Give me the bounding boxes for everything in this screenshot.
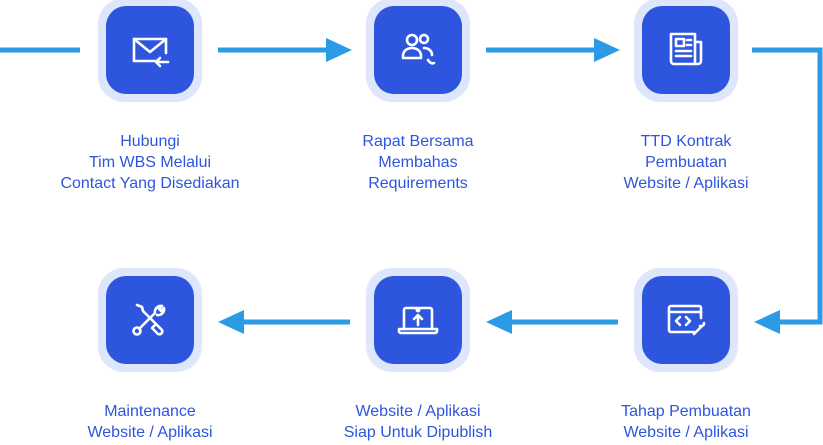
step-tile	[106, 6, 194, 94]
step-label-line: Contact Yang Disediakan	[60, 175, 240, 192]
step-tile	[374, 6, 462, 94]
connector-line-3-4	[752, 47, 823, 325]
step-tile	[374, 276, 462, 364]
step-label: Maintenance Website / Aplikasi	[30, 401, 270, 443]
step-label-line: Maintenance	[104, 403, 196, 420]
step-label-line: Tim WBS Melalui	[88, 154, 212, 171]
laptop-upload-icon	[397, 306, 439, 335]
step-label-line: Membahas	[378, 154, 458, 171]
step-label-line: Website / Aplikasi	[623, 424, 749, 441]
step-3: TTD Kontrak Pembuatan Website / Aplikasi	[566, 0, 806, 194]
step-4: Tahap Pembuatan Website / Aplikasi	[566, 268, 806, 443]
step-tile-halo	[634, 0, 738, 102]
step-label-line: Website / Aplikasi	[355, 403, 481, 420]
step-tile-halo	[98, 0, 202, 102]
people-icon	[401, 33, 436, 65]
step-tile	[106, 276, 194, 364]
step-tile-halo	[366, 268, 470, 372]
step-label-line: Rapat Bersama	[362, 133, 474, 150]
step-1: Hubungi Tim WBS Melalui Contact Yang Dis…	[30, 0, 270, 194]
step-tile-halo	[634, 268, 738, 372]
step-label-line: Tahap Pembuatan	[621, 403, 751, 420]
step-label: Rapat Bersama Membahas Requirements	[298, 131, 538, 194]
arrow-head-right-1	[326, 38, 352, 62]
step-tile	[642, 276, 730, 364]
step-label-line: Siap Untuk Dipublish	[343, 424, 493, 441]
arrow-head-right-2	[594, 38, 620, 62]
arrow-head-left-4	[486, 310, 512, 334]
step-label-line: Hubungi	[120, 133, 180, 150]
step-label: Hubungi Tim WBS Melalui Contact Yang Dis…	[30, 131, 270, 194]
step-label: TTD Kontrak Pembuatan Website / Aplikasi	[566, 131, 806, 194]
step-tile	[642, 6, 730, 94]
step-5: Website / Aplikasi Siap Untuk Dipublish	[298, 268, 538, 443]
newspaper-icon	[669, 32, 703, 66]
step-2: Rapat Bersama Membahas Requirements	[298, 0, 538, 194]
step-tile-halo	[98, 268, 202, 372]
step-tile-halo	[366, 0, 470, 102]
arrow-head-left-5	[218, 310, 244, 334]
step-label: Website / Aplikasi Siap Untuk Dipublish	[298, 401, 538, 443]
arrow-head-left-3	[754, 310, 780, 334]
step-label-line: Website / Aplikasi	[87, 424, 213, 441]
code-wrench-icon	[667, 304, 706, 336]
step-6: Maintenance Website / Aplikasi	[30, 268, 270, 443]
step-label-line: Requirements	[368, 175, 468, 192]
step-label-line: TTD Kontrak	[640, 133, 732, 150]
step-label-line: Website / Aplikasi	[623, 175, 749, 192]
step-label-line: Pembuatan	[645, 154, 727, 171]
tools-icon	[132, 303, 166, 336]
mail-inbox-icon	[132, 37, 170, 68]
step-label: Tahap Pembuatan Website / Aplikasi	[566, 401, 806, 443]
